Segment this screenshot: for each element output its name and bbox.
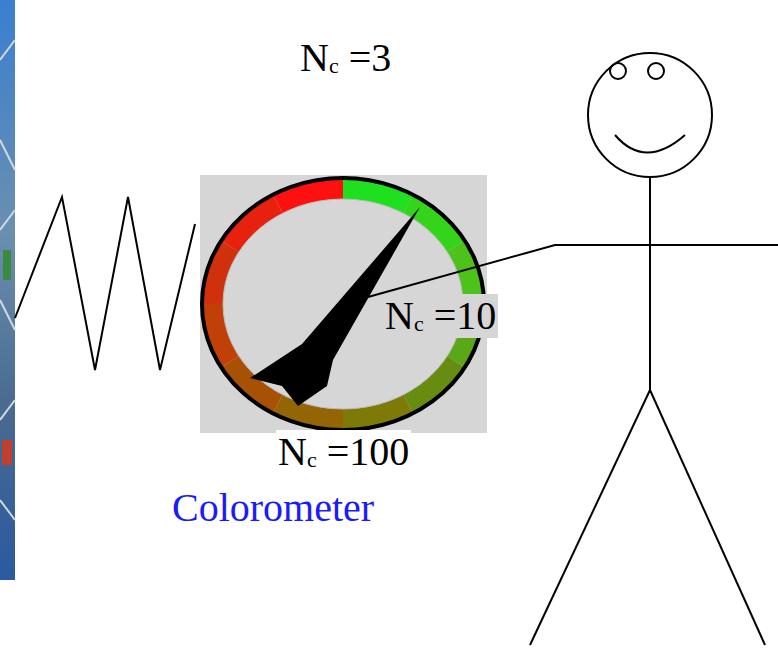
- ring-segment: [408, 362, 456, 404]
- zigzag-wire: [15, 197, 195, 370]
- ring-segment: [343, 404, 408, 419]
- scale-label: Nc =3: [298, 36, 393, 80]
- detector-photo: [0, 0, 15, 580]
- instrument-name: Colorometer: [170, 486, 376, 530]
- ring-segment: [278, 404, 343, 419]
- ring-segment: [230, 204, 278, 246]
- ring-segment: [278, 189, 343, 204]
- ring-segment: [343, 189, 408, 204]
- stick-figure: [368, 53, 778, 645]
- scale-label: Nc =100: [276, 430, 411, 474]
- scale-label: Nc =10: [383, 294, 498, 338]
- ring-segment: [408, 204, 456, 246]
